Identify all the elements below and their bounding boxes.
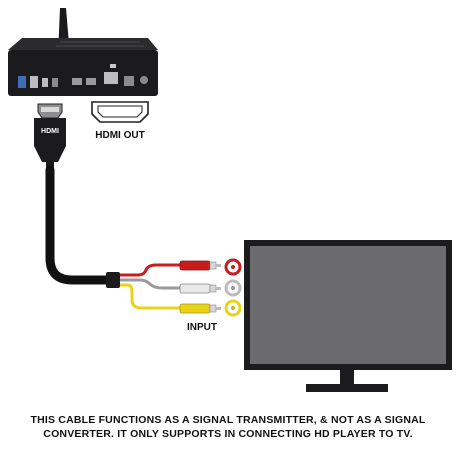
caption-line-1: THIS CABLE FUNCTIONS AS A SIGNAL TRANSMI… bbox=[30, 414, 426, 426]
rca-plug-yellow bbox=[179, 303, 221, 314]
rca-plug-red bbox=[179, 260, 221, 271]
main-cable bbox=[45, 165, 115, 285]
rca-jacks-icon bbox=[224, 258, 242, 317]
hdmi-port-icon bbox=[91, 101, 149, 123]
media-player-box-icon bbox=[8, 38, 158, 96]
cable-splitter bbox=[106, 272, 120, 288]
hdmi-out-label: HDMI OUT bbox=[95, 130, 144, 141]
white-wire bbox=[120, 278, 180, 290]
input-label: INPUT bbox=[187, 322, 217, 333]
disclaimer-caption: THIS CABLE FUNCTIONS AS A SIGNAL TRANSMI… bbox=[0, 413, 456, 441]
television-icon bbox=[244, 240, 452, 392]
red-wire bbox=[120, 263, 180, 277]
hdmi-plug-icon: HDMI bbox=[34, 103, 66, 170]
hdmi-logo: HDMI bbox=[41, 128, 59, 135]
yellow-wire bbox=[120, 283, 180, 310]
rca-plug-white bbox=[179, 283, 221, 294]
caption-line-2: CONVERTER. IT ONLY SUPPORTS IN CONNECTIN… bbox=[43, 428, 413, 440]
